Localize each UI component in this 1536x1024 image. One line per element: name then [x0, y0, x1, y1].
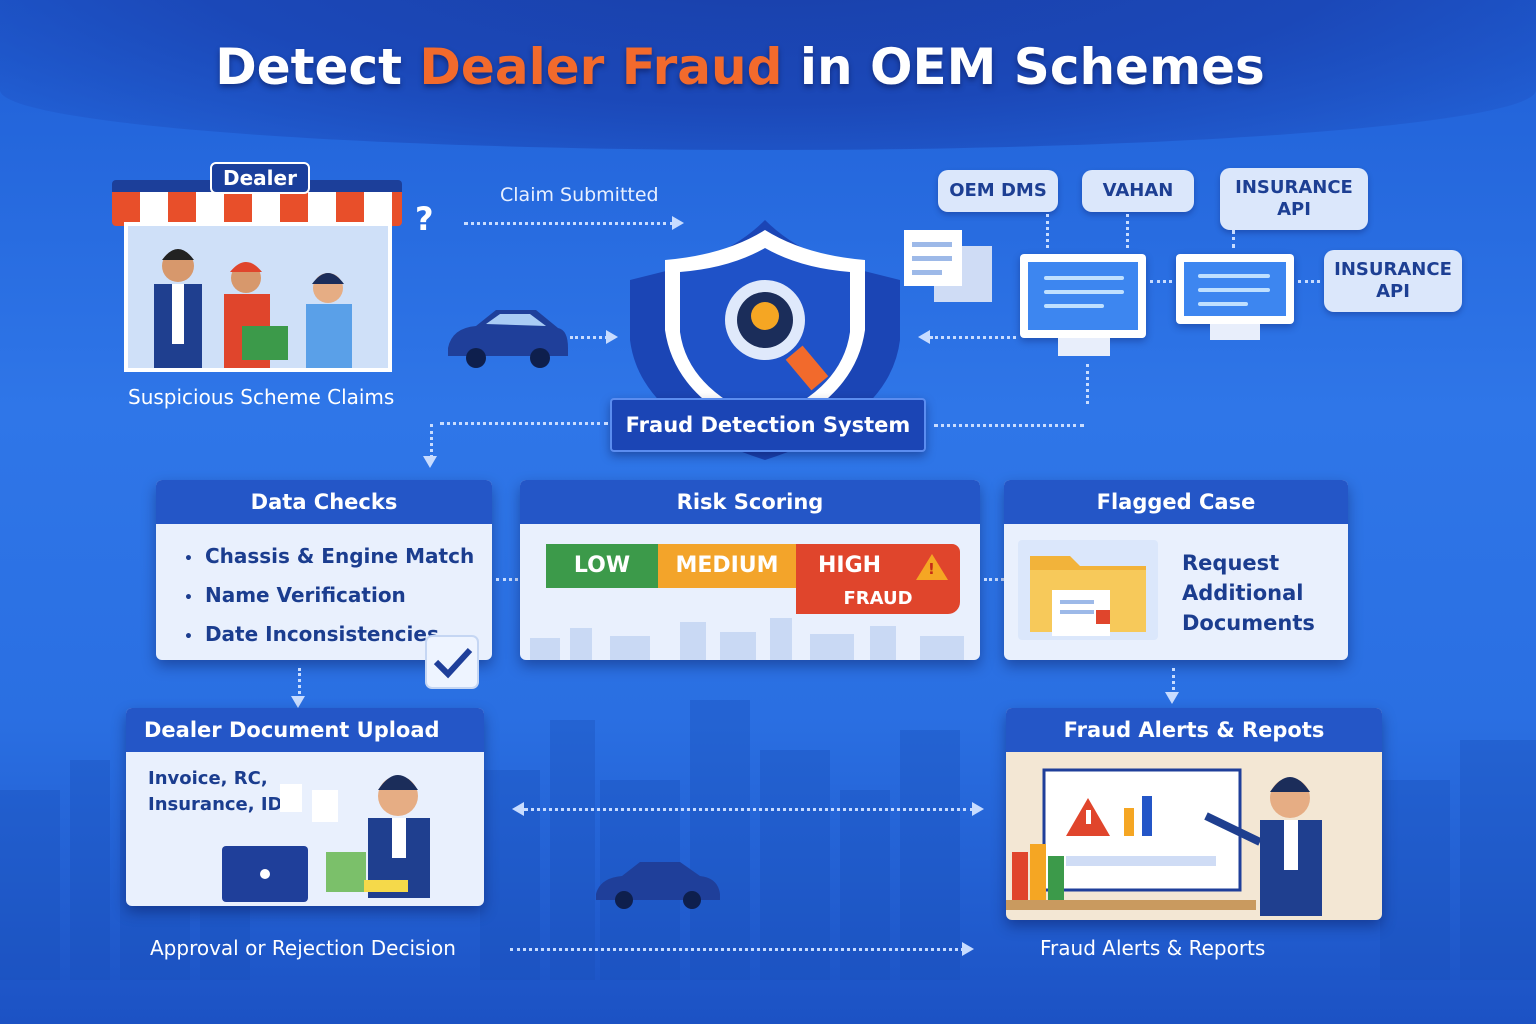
checks-to-upload-line — [298, 668, 301, 700]
dealer-tag: Dealer — [210, 162, 310, 194]
monitor-to-system-line — [930, 336, 1016, 339]
vahan-connector — [1126, 214, 1129, 248]
warning-mark: ! — [928, 560, 935, 578]
upload-docs-line2: Insurance, ID — [148, 794, 283, 815]
left-arrow-icon — [512, 802, 524, 816]
upload-docs-line1: Invoice, RC, — [148, 768, 268, 789]
page-title: Detect Dealer Fraud in OEM Schemes — [0, 38, 1480, 96]
risk-level-bar: LOW MEDIUM HIGH — [546, 544, 960, 588]
upload-alerts-link-line — [524, 808, 974, 811]
card-skyline-icon — [530, 618, 964, 660]
system-feedback-vertical — [1086, 364, 1089, 404]
system-to-checks-vertical — [430, 424, 433, 458]
claim-flow-line — [464, 222, 674, 225]
claim-submitted-label: Claim Submitted — [500, 184, 659, 206]
checkbox-checked-icon — [425, 635, 479, 689]
warning-icon — [916, 554, 948, 580]
data-checks-list: Chassis & Engine Match Name Verification… — [156, 524, 492, 655]
documents-icon — [904, 230, 992, 302]
risk-to-flagged-line — [984, 578, 1004, 581]
decision-to-reports-line — [510, 948, 964, 951]
flagged-case-card: Flagged Case Request Additional Document… — [1004, 480, 1348, 660]
server-monitor-2 — [1176, 254, 1294, 324]
document-upload-title: Dealer Document Upload — [126, 708, 484, 752]
shop-window — [124, 222, 392, 372]
source-insurance-api-1: INSURANCE API — [1220, 168, 1368, 230]
folder-icon — [1018, 540, 1158, 640]
data-checks-title: Data Checks — [156, 480, 492, 524]
fraud-tag: FRAUD — [796, 584, 960, 614]
monitor-to-system-arrow-icon — [918, 330, 930, 344]
source-oem-dms: OEM DMS — [938, 170, 1058, 212]
system-to-checks-arrow-icon — [423, 456, 437, 468]
car-icon — [448, 310, 568, 368]
monitor-link-line — [1150, 280, 1172, 283]
flagged-case-title: Flagged Case — [1004, 480, 1348, 524]
risk-scoring-card: Risk Scoring LOW MEDIUM HIGH FRAUD ! — [520, 480, 980, 660]
car-bottom-icon — [596, 862, 720, 909]
dealer-caption: Suspicious Scheme Claims — [128, 385, 395, 409]
header-band — [0, 0, 1536, 150]
check-item: Date Inconsistencies — [184, 616, 492, 655]
checks-to-risk-line — [496, 578, 518, 581]
fraud-alerts-title: Fraud Alerts & Repots — [1006, 708, 1382, 752]
fraud-alerts-card: Fraud Alerts & Repots — [1006, 708, 1382, 920]
server-monitor-1 — [1020, 254, 1146, 338]
upload-docs-text: Invoice, RC, Insurance, ID — [148, 766, 283, 818]
risk-medium: MEDIUM — [658, 544, 796, 588]
dealer-people-icon — [128, 226, 388, 368]
title-part2: in OEM Schemes — [782, 38, 1265, 96]
source-insurance-api-2: INSURANCE API — [1324, 250, 1462, 312]
dealer-shop-illustration: Dealer — [112, 162, 402, 372]
system-feedback-line — [934, 424, 1084, 427]
oem-dms-connector — [1046, 214, 1049, 248]
risk-scoring-title: Risk Scoring — [520, 480, 980, 524]
document-upload-card: Dealer Document Upload Invoice, RC, Insu… — [126, 708, 484, 906]
person-laptop-icon — [222, 775, 430, 902]
claim-flow-arrow-icon — [672, 216, 684, 230]
checks-to-upload-arrow-icon — [291, 696, 305, 708]
title-highlight: Dealer Fraud — [419, 38, 783, 96]
decision-label: Approval or Rejection Decision — [150, 936, 456, 960]
server-monitor-1-stand — [1058, 338, 1110, 356]
insurance-connector — [1232, 230, 1235, 248]
check-item: Name Verification — [184, 577, 492, 616]
presentation-icon — [1006, 768, 1322, 916]
question-mark-icon: ? — [415, 200, 434, 238]
check-item: Chassis & Engine Match — [184, 538, 492, 577]
source-vahan: VAHAN — [1082, 170, 1194, 212]
request-documents-text: Request Additional Documents — [1182, 551, 1315, 635]
insurance-2-connector — [1298, 280, 1320, 283]
decision-arrow-icon — [962, 942, 974, 956]
flagged-to-alerts-line — [1172, 668, 1175, 696]
fraud-detection-system-banner: Fraud Detection System — [610, 398, 926, 452]
flagged-to-alerts-arrow-icon — [1165, 692, 1179, 704]
data-checks-card: Data Checks Chassis & Engine Match Name … — [156, 480, 492, 660]
car-to-system-line — [570, 336, 608, 339]
car-to-system-arrow-icon — [606, 330, 618, 344]
right-arrow-icon — [972, 802, 984, 816]
title-part1: Detect — [215, 38, 420, 96]
reports-label: Fraud Alerts & Reports — [1040, 936, 1266, 960]
server-monitor-2-stand — [1210, 324, 1260, 340]
system-to-checks-line — [440, 422, 608, 425]
risk-low: LOW — [546, 544, 658, 588]
